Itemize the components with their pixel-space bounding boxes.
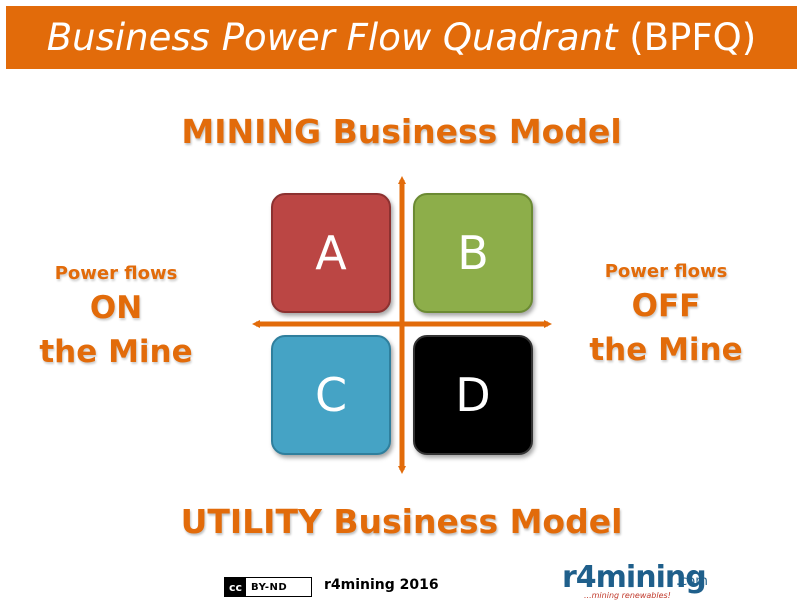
mining-heading: MINING Business Model xyxy=(181,112,622,151)
cc-license-badge: cc BY-ND xyxy=(224,577,312,597)
logo-domain: .com xyxy=(676,574,708,589)
quadrant-c: C xyxy=(271,335,391,455)
cc-icon: cc xyxy=(225,578,247,596)
power-on-label: Power flows ON the Mine xyxy=(16,262,216,374)
title-banner: Business Power Flow Quadrant (BPFQ) xyxy=(6,6,797,69)
r4mining-logo: r4mining .com ...mining renewables! xyxy=(560,558,720,602)
title-text: Business Power Flow Quadrant xyxy=(46,16,618,59)
license-terms: BY-ND xyxy=(251,581,288,593)
credit-text: r4mining 2016 xyxy=(324,577,439,593)
utility-heading: UTILITY Business Model xyxy=(180,502,623,541)
title-abbrev: (BPFQ) xyxy=(629,16,757,59)
quadrant-a: A xyxy=(271,193,391,313)
right-line3: the Mine xyxy=(589,332,743,368)
left-line2: ON xyxy=(89,290,143,326)
left-line1: Power flows xyxy=(54,263,178,284)
right-line2: OFF xyxy=(631,288,701,324)
quadrant-b: B xyxy=(413,193,533,313)
left-line3: the Mine xyxy=(39,334,193,370)
quadrant-d: D xyxy=(413,335,533,455)
logo-tagline: ...mining renewables! xyxy=(584,591,671,600)
power-off-label: Power flows OFF the Mine xyxy=(566,260,766,372)
logo-word: r4mining xyxy=(562,560,707,595)
right-line1: Power flows xyxy=(604,261,728,282)
